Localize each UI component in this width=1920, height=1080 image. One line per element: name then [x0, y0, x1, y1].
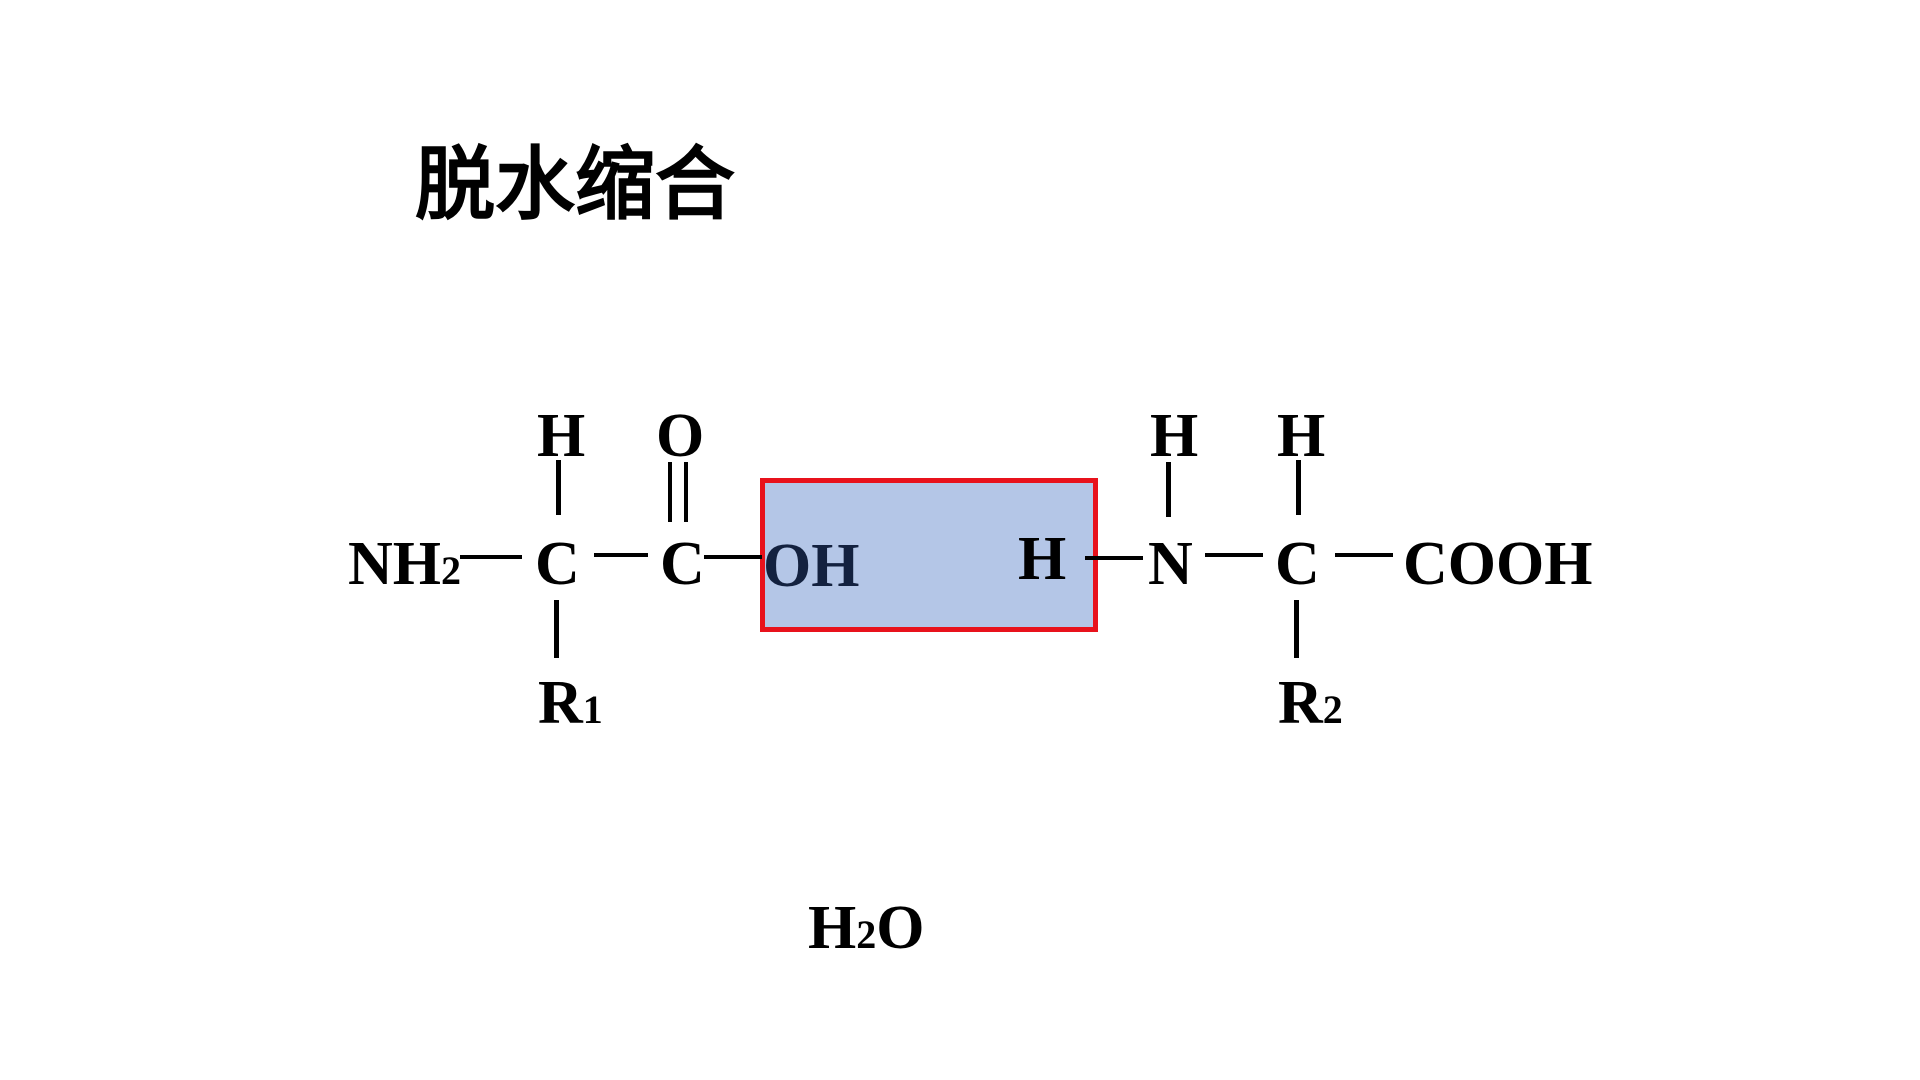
alpha-carbon-2: C — [1275, 530, 1320, 598]
water-o: O — [876, 894, 925, 962]
water-molecule: H2O — [808, 897, 924, 959]
bond-c1-c2 — [594, 553, 648, 557]
water-h: H — [808, 894, 857, 962]
bond-c3-h — [1296, 460, 1301, 515]
carboxyl-group: COOH — [1403, 530, 1593, 598]
page-title: 脱水缩合 — [415, 138, 735, 231]
double-bond-line-a — [668, 462, 672, 522]
carbonyl-oxygen: O — [656, 402, 705, 470]
bond-c3-r2 — [1294, 600, 1299, 658]
double-bond-line-b — [684, 462, 688, 522]
bond-n-h — [1166, 462, 1171, 517]
side-chain-r1: R1 — [538, 672, 603, 734]
amino-group: NH2 — [348, 533, 461, 595]
water-subscript: 2 — [856, 912, 877, 957]
r1-letter: R — [538, 669, 583, 737]
r2-subscript: 2 — [1322, 687, 1343, 732]
side-chain-r2: R2 — [1278, 672, 1343, 734]
carbonyl-carbon: C — [660, 530, 705, 598]
alpha-hydrogen-2: H — [1277, 402, 1326, 470]
bond-nh2-c1 — [460, 555, 522, 559]
amine-hydrogen: H — [1018, 525, 1067, 593]
hydroxyl-group: OH — [763, 532, 860, 600]
bond-c2-oh — [704, 555, 762, 559]
amino-n-h: NH — [348, 530, 441, 598]
bond-n-c3 — [1205, 553, 1263, 557]
water-removal-highlight — [760, 478, 1098, 632]
bond-c1-r1 — [554, 600, 559, 658]
bond-c3-cooh — [1335, 553, 1393, 557]
r2-letter: R — [1278, 669, 1323, 737]
nitrogen: N — [1148, 530, 1193, 598]
amino-subscript: 2 — [441, 548, 461, 593]
r1-subscript: 1 — [582, 687, 603, 732]
bond-c1-h — [556, 460, 561, 515]
alpha-carbon-1: C — [535, 530, 580, 598]
alpha-hydrogen-1: H — [537, 402, 586, 470]
nitrogen-hydrogen: H — [1150, 402, 1199, 470]
bond-h-n — [1085, 556, 1143, 560]
